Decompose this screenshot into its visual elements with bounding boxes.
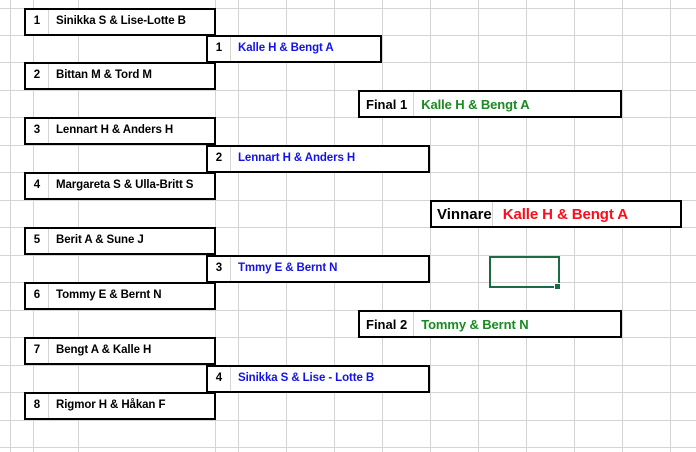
- seed-number: 1: [215, 42, 223, 55]
- team-name: Tommy E & Bernt N: [56, 289, 162, 302]
- seed-number: 6: [33, 289, 41, 302]
- team-name: Tmmy E & Bernt N: [238, 262, 338, 275]
- cell-divider: [230, 367, 231, 391]
- bracket-slot-r2-4[interactable]: 4 Sinikka S & Lise - Lotte B: [206, 365, 430, 393]
- team-name: Tommy & Bernt N: [421, 316, 529, 332]
- cell-divider: [48, 10, 49, 34]
- cell-divider: [413, 92, 415, 116]
- bracket-slot-r1-4[interactable]: 4 Margareta S & Ulla-Britt S: [24, 172, 216, 200]
- final-label: Final 2: [366, 316, 408, 332]
- cell-divider: [230, 37, 231, 61]
- seed-number: 3: [215, 262, 223, 275]
- team-name: Lennart H & Anders H: [238, 152, 356, 165]
- cell-divider: [48, 174, 49, 198]
- seed-number: 5: [33, 234, 41, 247]
- seed-number: 1: [33, 15, 41, 28]
- seed-number: 4: [33, 179, 41, 192]
- cell-divider: [48, 284, 49, 308]
- bracket-slot-r1-1[interactable]: 1 Sinikka S & Lise-Lotte B: [24, 8, 216, 36]
- bracket-slot-r1-2[interactable]: 2 Bittan M & Tord M: [24, 62, 216, 90]
- seed-number: 2: [215, 152, 223, 165]
- active-cell-selection[interactable]: [489, 256, 560, 288]
- bracket-slot-r2-2[interactable]: 2 Lennart H & Anders H: [206, 145, 430, 173]
- seed-number: 2: [33, 69, 41, 82]
- team-name: Sinikka S & Lise-Lotte B: [56, 15, 186, 28]
- cell-divider: [491, 202, 493, 226]
- team-name: Kalle H & Bengt A: [421, 96, 530, 112]
- seed-number: 4: [215, 372, 223, 385]
- cell-divider: [48, 394, 49, 418]
- team-name: Kalle H & Bengt A: [238, 42, 334, 55]
- fill-handle[interactable]: [554, 283, 561, 290]
- bracket-slot-r1-7[interactable]: 7 Bengt A & Kalle H: [24, 337, 216, 365]
- bracket-slot-r1-8[interactable]: 8 Rigmor H & Håkan F: [24, 392, 216, 420]
- bracket-slot-r1-6[interactable]: 6 Tommy E & Bernt N: [24, 282, 216, 310]
- cell-divider: [48, 119, 49, 143]
- seed-number: 8: [33, 399, 41, 412]
- final-label: Final 1: [366, 96, 408, 112]
- winner-label: Vinnare: [437, 206, 492, 222]
- team-name: Bengt A & Kalle H: [56, 344, 152, 357]
- bracket-slot-r1-5[interactable]: 5 Berit A & Sune J: [24, 227, 216, 255]
- team-name: Margareta S & Ulla-Britt S: [56, 179, 194, 192]
- cell-divider: [413, 312, 415, 336]
- bracket-slot-winner[interactable]: Vinnare Kalle H & Bengt A: [430, 200, 682, 228]
- team-name: Berit A & Sune J: [56, 234, 144, 247]
- bracket-slot-final-1[interactable]: Final 1 Kalle H & Bengt A: [358, 90, 622, 118]
- seed-number: 3: [33, 124, 41, 137]
- team-name: Sinikka S & Lise - Lotte B: [238, 372, 375, 385]
- bracket-slot-r1-3[interactable]: 3 Lennart H & Anders H: [24, 117, 216, 145]
- cell-divider: [48, 64, 49, 88]
- team-name: Bittan M & Tord M: [56, 69, 152, 82]
- team-name: Kalle H & Bengt A: [502, 205, 629, 223]
- cell-divider: [48, 339, 49, 363]
- cell-divider: [230, 257, 231, 281]
- cell-divider: [230, 147, 231, 171]
- bracket-slot-final-2[interactable]: Final 2 Tommy & Bernt N: [358, 310, 622, 338]
- bracket-slot-r2-1[interactable]: 1 Kalle H & Bengt A: [206, 35, 382, 63]
- team-name: Rigmor H & Håkan F: [56, 399, 166, 412]
- seed-number: 7: [33, 344, 41, 357]
- bracket-slot-r2-3[interactable]: 3 Tmmy E & Bernt N: [206, 255, 430, 283]
- cell-divider: [48, 229, 49, 253]
- team-name: Lennart H & Anders H: [56, 124, 174, 137]
